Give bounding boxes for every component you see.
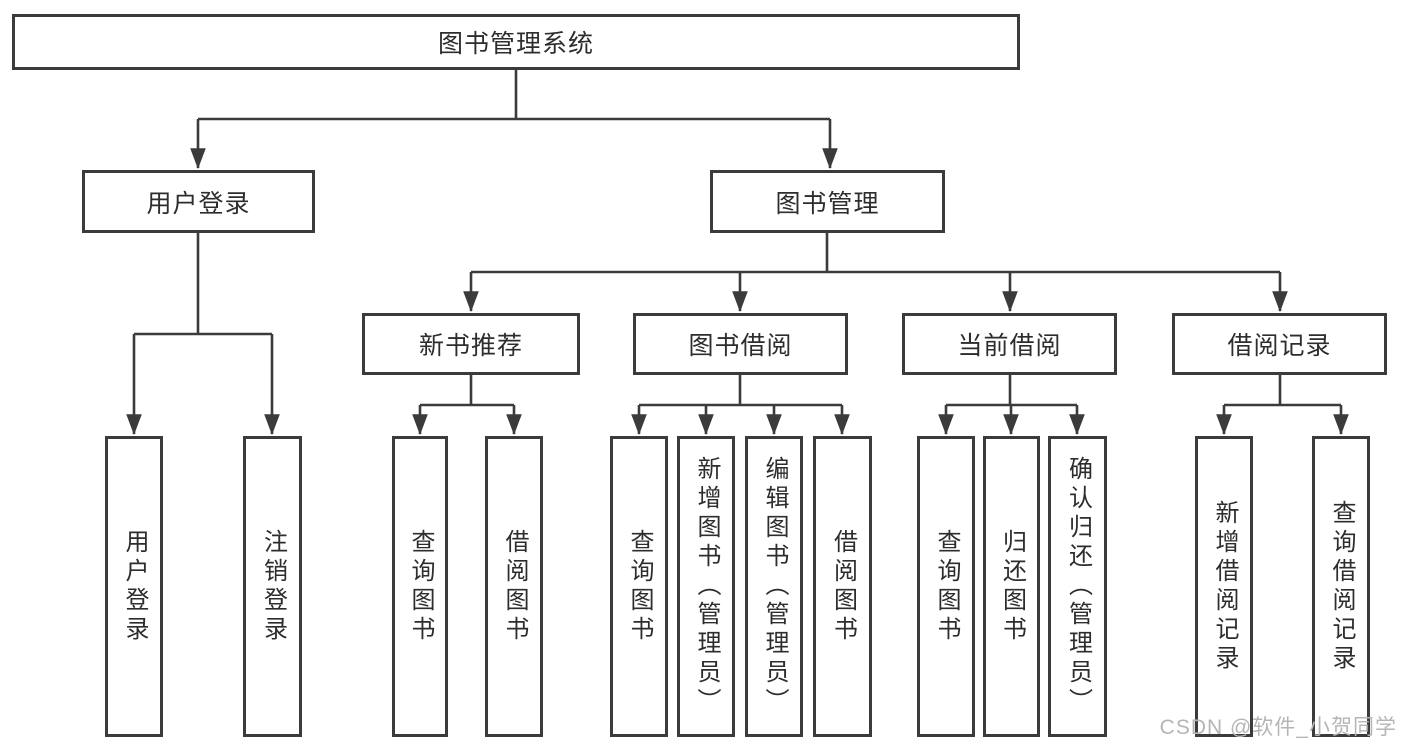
node-label: 注销登录 xyxy=(259,528,287,645)
node-label: 借阅记录 xyxy=(1227,332,1332,360)
node-label: 用户登录 xyxy=(121,528,148,645)
node-label: 查询借阅记录 xyxy=(1328,499,1355,674)
node-new-book-recommendation: 新书推荐 xyxy=(362,313,580,375)
node-label: 图书管理系统 xyxy=(437,30,594,58)
node-label: 新增借阅记录 xyxy=(1211,499,1238,674)
node-borrowing-records: 借阅记录 xyxy=(1172,313,1387,375)
leaf-cb-query-books: 查询图书 xyxy=(917,436,975,737)
node-label: 用户登录 xyxy=(146,189,251,218)
leaf-cb-return-books: 归还图书 xyxy=(983,436,1040,737)
node-label: 查询图书 xyxy=(626,528,653,645)
leaf-cb-confirm-return-admin: 确认归还（管理员） xyxy=(1048,436,1107,737)
node-current-borrowing: 当前借阅 xyxy=(902,313,1117,375)
node-label: 当前借阅 xyxy=(957,332,1062,360)
node-book-management: 图书管理 xyxy=(710,170,945,233)
node-label: 新增图书（管理员） xyxy=(693,456,720,717)
node-user-login: 用户登录 xyxy=(82,170,315,233)
node-root-library-system: 图书管理系统 xyxy=(12,14,1020,70)
node-label: 借阅图书 xyxy=(829,528,857,645)
node-label: 确认归还（管理员） xyxy=(1064,456,1092,717)
leaf-br-query-borrow-record: 查询借阅记录 xyxy=(1312,436,1370,737)
leaf-bb-borrow-books: 借阅图书 xyxy=(813,436,872,737)
node-label: 新书推荐 xyxy=(418,332,523,360)
leaf-nbr-query-books: 查询图书 xyxy=(392,436,448,737)
leaf-logout: 注销登录 xyxy=(243,436,302,737)
leaf-bb-add-books-admin: 新增图书（管理员） xyxy=(677,436,735,737)
node-label: 查询图书 xyxy=(407,528,434,645)
node-label: 编辑图书（管理员） xyxy=(761,456,788,717)
leaf-bb-edit-books-admin: 编辑图书（管理员） xyxy=(745,436,803,737)
leaf-bb-query-books: 查询图书 xyxy=(610,436,668,737)
leaf-user-login: 用户登录 xyxy=(105,436,163,737)
node-label: 借阅图书 xyxy=(501,528,528,645)
csdn-watermark: CSDN @软件_小贺同学 xyxy=(1159,716,1397,739)
node-book-borrowing: 图书借阅 xyxy=(633,313,848,375)
leaf-br-new-borrow-record: 新增借阅记录 xyxy=(1195,436,1253,737)
leaf-nbr-borrow-books: 借阅图书 xyxy=(485,436,543,737)
node-label: 图书借阅 xyxy=(688,332,793,360)
node-label: 图书管理 xyxy=(775,189,880,218)
node-label: 归还图书 xyxy=(998,528,1026,645)
node-label: 查询图书 xyxy=(933,528,960,645)
